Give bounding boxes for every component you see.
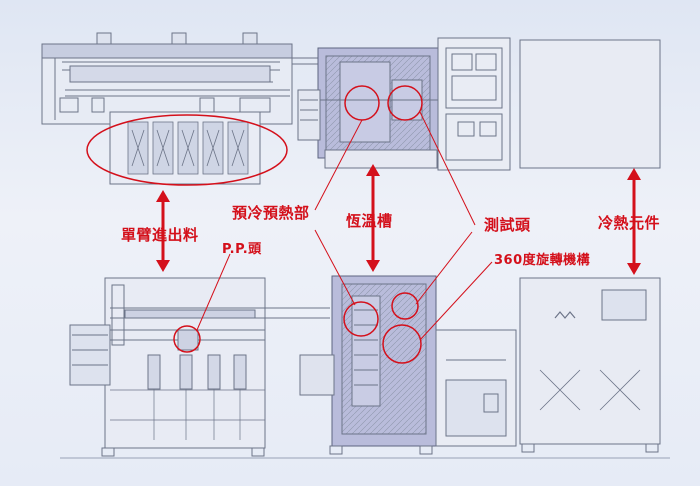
callout-arm-feed: 單臂進出料 [121,226,199,244]
callout-thermostatic-tank: 恆溫槽 [346,212,393,230]
rotation-circle-front [382,324,422,364]
precool-circle-front [343,301,379,337]
callout-cooling-element: 冷熱元件 [598,214,661,232]
test-head-circle-top [387,85,423,121]
annotations [86,85,493,364]
pp-head-circle [173,325,201,353]
arrows [156,164,641,275]
test-head-circle-front [391,292,419,320]
tray-area-highlight [86,114,288,186]
callout-test-head: 測試頭 [484,216,531,234]
callout-pp-head: P.P.頭 [222,242,262,257]
callout-rotation-360: 360度旋轉機構 [494,253,591,268]
front-view-drawing [60,275,670,459]
callout-precool-preheat: 預冷預熱部 [232,204,310,222]
top-view-drawing [41,32,661,185]
